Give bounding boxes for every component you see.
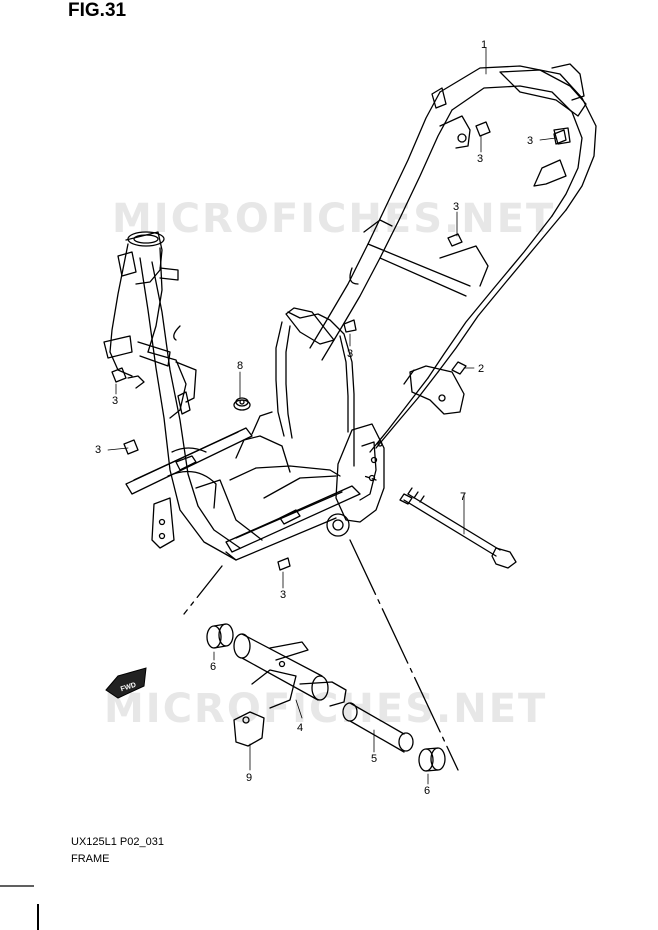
callout-7: 7 — [460, 491, 466, 503]
callout-3: 3 — [477, 153, 483, 165]
leader-line-left — [183, 565, 223, 615]
washer-nut — [233, 397, 251, 411]
callout-3: 3 — [527, 135, 533, 147]
callout-3: 3 — [347, 348, 353, 360]
callout-numbers: 1 2 3 3 3 3 3 3 3 4 5 6 6 7 8 9 — [95, 39, 533, 797]
callout-3: 3 — [112, 395, 118, 407]
callout-3: 3 — [453, 201, 459, 213]
callout-6: 6 — [210, 661, 216, 673]
callout-1: 1 — [481, 39, 487, 51]
callout-3: 3 — [95, 444, 101, 456]
fwd-arrow-icon: FWD — [105, 667, 147, 699]
callout-leaders — [107, 47, 557, 785]
clip-nuts — [111, 121, 567, 571]
spacer-block — [233, 711, 265, 747]
callout-3: 3 — [280, 589, 286, 601]
pipe-collar — [342, 702, 414, 753]
page-corner-mark — [0, 885, 39, 930]
figure-name: FRAME — [71, 853, 110, 865]
watermark-bottom: MICROFICHES.NET — [104, 686, 547, 732]
fwd-label: FWD — [120, 682, 137, 694]
callout-8: 8 — [237, 360, 243, 372]
callout-9: 9 — [246, 772, 252, 784]
callout-4: 4 — [297, 722, 303, 734]
small-bolt — [451, 361, 467, 375]
long-bolt — [399, 487, 517, 569]
figure-title: FIG.31 — [68, 0, 127, 21]
pivot-bracket — [233, 633, 347, 709]
leader-line-right — [349, 539, 459, 771]
callout-2: 2 — [478, 363, 484, 375]
watermark-top: MICROFICHES.NET — [112, 196, 555, 242]
bushing-right — [418, 747, 446, 772]
figure-code: UX125L1 P02_031 — [71, 836, 164, 848]
bushing-left — [206, 623, 234, 649]
main-frame — [103, 63, 597, 561]
callout-5: 5 — [371, 753, 377, 765]
callout-6: 6 — [424, 785, 430, 797]
